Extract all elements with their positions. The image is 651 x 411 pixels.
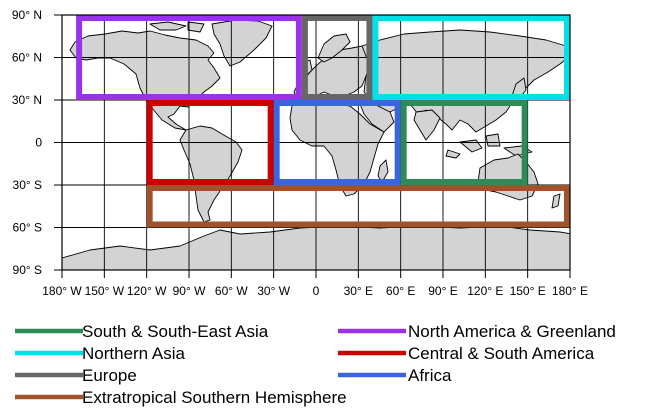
lat-tick-label: 60° S [13,221,42,235]
land-madagascar [377,159,389,183]
region-box-africa [273,100,401,185]
lon-tick-label: 180° W [42,284,82,298]
lat-tick-label: 60° N [12,51,42,65]
legend-label: South & South-East Asia [82,322,269,341]
lat-tick-label: 30° S [13,178,42,192]
region-box-northern-asia [372,15,571,100]
lon-tick-label: 60° E [386,284,415,298]
region-box-north-america [76,15,302,100]
legend-label: Europe [82,366,137,385]
lon-tick-label: 180° E [552,284,588,298]
legend-label: Central & South America [408,344,595,363]
lat-tick-label: 90° S [13,263,42,277]
lon-tick-label: 60° W [215,284,248,298]
lon-tick-label: 120° W [127,284,167,298]
legend-label: Extratropical Southern Hemisphere [82,388,347,407]
land-india [413,109,441,141]
region-box-south-asia [400,100,528,185]
lat-tick-label: 30° N [12,93,42,107]
legend-label: Africa [408,366,452,385]
lon-tick-label: 150° W [85,284,125,298]
region-boxes [76,15,571,228]
lon-tick-label: 90° E [428,284,457,298]
lon-tick-label: 90° W [173,284,206,298]
lat-tick-label: 90° N [12,8,42,22]
legend-label: Northern Asia [82,344,186,363]
lon-tick-label: 120° E [467,284,503,298]
legend-label: North America & Greenland [408,322,616,341]
region-box-central-south-america [146,100,274,185]
lon-tick-label: 0 [313,284,320,298]
latitude-labels: 90° N 60° N 30° N 0 30° S 60° S 90° S [12,8,62,277]
land-indonesia [445,133,533,159]
land-new-zealand [551,193,561,209]
land-arctic-islands [149,21,205,33]
region-box-southern-hemisphere [146,185,571,228]
land-scandinavia [317,33,351,63]
lat-tick-label: 0 [35,136,42,150]
lon-tick-label: 30° E [344,284,373,298]
lon-tick-label: 30° W [257,284,290,298]
lon-tick-label: 150° E [510,284,546,298]
legend: South & South-East Asia North America & G… [15,322,616,407]
region-box-europe [301,15,373,100]
land-south-america [179,125,243,223]
